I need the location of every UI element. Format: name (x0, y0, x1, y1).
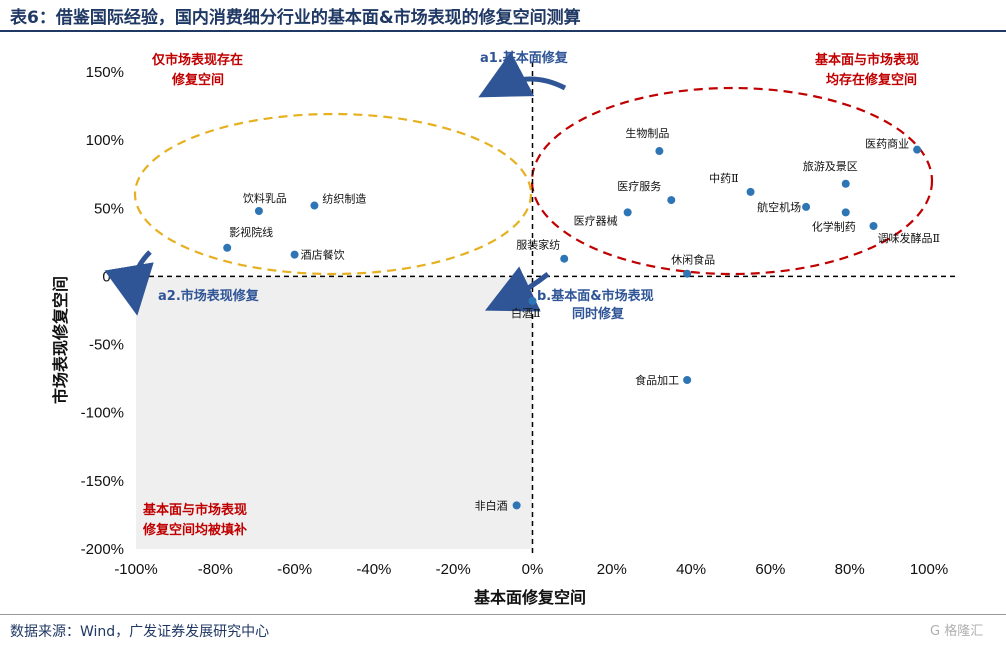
data-point (841, 179, 850, 188)
data-point-label: 医药商业 (865, 137, 909, 151)
x-tick-label: -100% (114, 561, 157, 578)
x-tick-label: -40% (356, 561, 391, 578)
data-point (254, 207, 263, 216)
data-point-label: 白酒Ⅱ (511, 306, 540, 320)
data-point (655, 147, 664, 156)
data-point-label: 中药Ⅱ (709, 172, 738, 185)
market-only-ellipse (133, 112, 533, 276)
x-tick-label: -80% (198, 561, 233, 578)
data-point (512, 501, 521, 510)
x-tick-label: 60% (755, 561, 785, 578)
data-point (913, 145, 922, 154)
x-tick-labels: -100% -80% -60% -40% -20% 0% 20% 40% 60% 80% 100% (114, 561, 948, 578)
data-point (802, 202, 811, 211)
annotation-b-1: b.基本面&市场表现 (537, 288, 654, 304)
data-point-label: 医疗器械 (574, 213, 618, 227)
source-note: 数据来源：Wind，广发证券发展研究中心 (10, 624, 270, 640)
y-tick-label: 150% (86, 64, 124, 81)
data-point (290, 250, 299, 259)
data-point (841, 208, 850, 217)
data-point (560, 254, 569, 263)
data-point-label: 服装家纺 (516, 238, 560, 252)
annotation-a1: a1.基本面修复 (480, 50, 569, 66)
y-tick-label: -100% (81, 405, 124, 422)
x-axis-title: 基本面修复空间 (473, 588, 586, 607)
watermark-logo: G 格隆汇 (930, 624, 984, 639)
annotation-bottom-left-1: 基本面与市场表现 (142, 502, 247, 518)
annotation-bottom-left-2: 修复空间均被填补 (142, 522, 247, 538)
y-tick-label: 0% (102, 268, 124, 285)
data-point (667, 196, 676, 205)
annotation-top-left-1: 仅市场表现存在 (151, 52, 243, 68)
y-tick-label: -50% (89, 337, 124, 354)
data-point (310, 201, 319, 210)
x-tick-label: 20% (597, 561, 627, 578)
data-point (623, 208, 632, 217)
data-point-label: 旅游及景区 (803, 159, 858, 173)
page-title: 表6：借鉴国际经验，国内消费细分行业的基本面&市场表现的修复空间测算 (10, 8, 581, 28)
data-point-label: 生物制品 (625, 126, 669, 140)
both-repair-ellipse (530, 86, 934, 276)
arrow-a2 (104, 250, 154, 316)
x-tick-label: 80% (835, 561, 865, 578)
title-divider (0, 30, 1006, 32)
x-tick-label: -20% (436, 561, 471, 578)
data-point-label: 非白酒 (475, 498, 508, 512)
data-point (223, 243, 232, 252)
data-point-label: 化学制药 (812, 219, 856, 233)
annotation-b-2: 同时修复 (572, 306, 625, 322)
data-point-label: 调味发酵品Ⅱ (877, 231, 939, 245)
data-point (683, 269, 692, 278)
filled-quadrant-shade (136, 276, 533, 549)
data-point-label: 休闲食品 (671, 253, 715, 267)
annotation-top-right-1: 基本面与市场表现 (814, 52, 919, 68)
annotation-a2: a2.市场表现修复 (158, 288, 260, 304)
data-point (683, 376, 692, 385)
data-point-label: 饮料乳品 (243, 191, 287, 205)
footer-divider (0, 614, 1006, 615)
data-point-label: 纺织制造 (322, 192, 366, 206)
scatter-chart: -100%-80%-60%-40%-20%0%20%40%60%80%100% … (51, 50, 957, 607)
data-point-label: 酒店餐饮 (301, 248, 345, 262)
data-point-label: 食品加工 (635, 373, 679, 387)
x-tick-label: 100% (910, 561, 948, 578)
data-point (746, 187, 755, 196)
x-tick-label: 40% (676, 561, 706, 578)
arrow-a1 (478, 51, 567, 98)
annotation-top-right-2: 均存在修复空间 (826, 72, 917, 88)
x-tick-label: 0% (522, 561, 544, 578)
annotation-top-left-2: 修复空间 (171, 72, 224, 88)
y-tick-label: 50% (94, 200, 124, 217)
y-tick-labels: 150% 100% 50% 0% -50% -100% -150% -200% (81, 64, 124, 558)
y-tick-label: -200% (81, 541, 124, 558)
data-point (528, 296, 537, 305)
y-tick-label: 100% (86, 132, 124, 149)
y-axis-title: 市场表现修复空间 (51, 276, 70, 404)
data-point-label: 影视院线 (229, 225, 273, 239)
arrow-b (484, 266, 550, 312)
data-point (869, 222, 878, 231)
data-point-label: 航空机场 (757, 200, 801, 214)
y-tick-label: -150% (81, 473, 124, 490)
x-tick-label: -60% (277, 561, 312, 578)
data-point-label: 医疗服务 (617, 179, 661, 193)
